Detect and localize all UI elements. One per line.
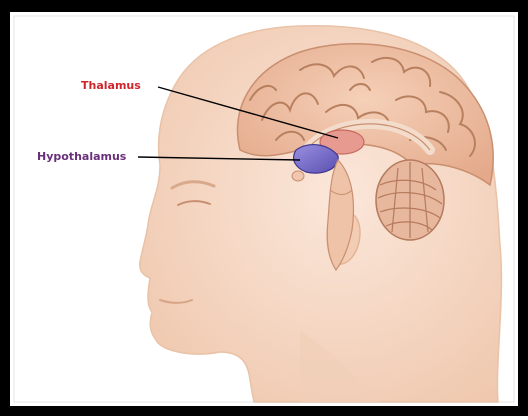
cerebellum [376,160,444,240]
hypothalamus-label: Hypothalamus [37,150,126,163]
thalamus-label: Thalamus [81,79,141,92]
